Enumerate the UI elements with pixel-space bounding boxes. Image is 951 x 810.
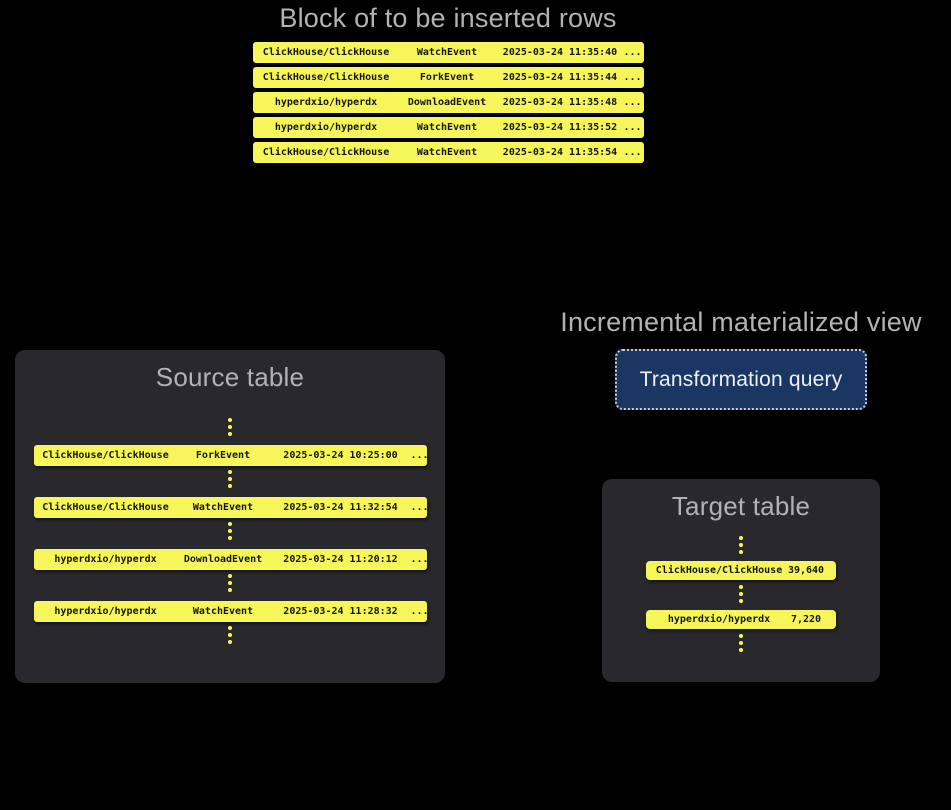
dot-icon: [228, 588, 232, 592]
row-more: ...: [623, 97, 642, 108]
row-repo: ClickHouse/ClickHouse: [262, 147, 390, 158]
dot-icon: [739, 585, 743, 589]
row-repo: ClickHouse/ClickHouse: [262, 47, 390, 58]
row-time: 2025-03-24 10:25:00: [283, 450, 398, 461]
row-repo: ClickHouse/ClickHouse: [655, 565, 783, 576]
source-table-rows: ClickHouse/ClickHouse ForkEvent 2025-03-24…: [15, 414, 445, 653]
dot-icon: [228, 470, 232, 474]
table-row: hyperdxio/hyperdx WatchEvent 2025-03-24 11…: [33, 601, 429, 622]
target-table-title: Target table: [671, 491, 811, 521]
materialized-view-title: Incremental materialized view: [560, 307, 922, 337]
row-event: DownloadEvent: [407, 97, 487, 108]
ellipsis-dots: [228, 574, 232, 592]
dot-icon: [739, 634, 743, 638]
dot-icon: [739, 599, 743, 603]
row-repo: ClickHouse/ClickHouse: [262, 72, 390, 83]
dot-icon: [228, 477, 232, 481]
row-event: WatchEvent: [416, 147, 478, 158]
dot-icon: [228, 626, 232, 630]
row-time: 2025-03-24 11:28:32: [283, 606, 398, 617]
dot-icon: [228, 418, 232, 422]
target-table-rows: ClickHouse/ClickHouse 39,640 hyperdxio/hyp…: [602, 531, 880, 659]
dot-icon: [228, 581, 232, 585]
row-repo: ClickHouse/ClickHouse: [42, 450, 169, 461]
row-event: DownloadEvent: [183, 554, 263, 565]
table-row: hyperdxio/hyperdx 7,220: [646, 610, 836, 629]
dot-icon: [228, 484, 232, 488]
insert-block-title: Block of to be inserted rows: [279, 3, 617, 33]
table-row: hyperdxio/hyperdx DownloadEvent 2025-03-24…: [33, 549, 429, 570]
row-count: 39,640: [787, 565, 825, 576]
row-event: WatchEvent: [416, 122, 478, 133]
ellipsis-dots: [739, 536, 743, 554]
row-more: ...: [410, 554, 429, 565]
table-row: hyperdxio/hyperdx DownloadEvent 2025-03-24…: [253, 92, 644, 113]
table-row: ClickHouse/ClickHouse WatchEvent 2025-03-2…: [33, 497, 429, 518]
row-time: 2025-03-24 11:35:48: [502, 97, 618, 108]
target-table-panel: Target table ClickHouse/ClickHouse 39,640…: [602, 479, 880, 682]
dot-icon: [228, 529, 232, 533]
row-event: ForkEvent: [195, 450, 251, 461]
row-more: ...: [623, 47, 642, 58]
row-event: WatchEvent: [416, 47, 478, 58]
row-repo: hyperdxio/hyperdx: [274, 122, 378, 133]
row-repo: hyperdxio/hyperdx: [667, 614, 771, 625]
ellipsis-dots: [228, 470, 232, 488]
row-repo: hyperdxio/hyperdx: [54, 606, 157, 617]
dot-icon: [739, 641, 743, 645]
row-repo: hyperdxio/hyperdx: [274, 97, 378, 108]
table-row: ClickHouse/ClickHouse 39,640: [646, 561, 836, 580]
dot-icon: [739, 550, 743, 554]
row-more: ...: [623, 122, 642, 133]
dot-icon: [228, 574, 232, 578]
row-time: 2025-03-24 11:35:44: [502, 72, 618, 83]
row-time: 2025-03-24 11:20:12: [283, 554, 398, 565]
row-time: 2025-03-24 11:35:40: [502, 47, 618, 58]
row-more: ...: [410, 502, 429, 513]
table-row: hyperdxio/hyperdx WatchEvent 2025-03-24 11…: [253, 117, 644, 138]
ellipsis-dots: [228, 626, 232, 644]
transformation-query-label: Transformation query: [639, 367, 843, 391]
table-row: ClickHouse/ClickHouse ForkEvent 2025-03-24…: [33, 445, 429, 466]
row-event: WatchEvent: [192, 502, 254, 513]
row-more: ...: [410, 450, 429, 461]
dot-icon: [228, 432, 232, 436]
ellipsis-dots: [739, 585, 743, 603]
ellipsis-dots: [228, 418, 232, 436]
row-time: 2025-03-24 11:32:54: [283, 502, 398, 513]
ellipsis-dots: [228, 522, 232, 540]
dot-icon: [739, 536, 743, 540]
source-table-title: Source table: [155, 362, 305, 392]
dot-icon: [228, 536, 232, 540]
ellipsis-dots: [739, 634, 743, 652]
row-time: 2025-03-24 11:35:54: [502, 147, 618, 158]
table-row: ClickHouse/ClickHouse ForkEvent 2025-03-24…: [253, 67, 644, 88]
row-count: 7,220: [790, 614, 822, 625]
dot-icon: [739, 592, 743, 596]
row-event: ForkEvent: [419, 72, 475, 83]
row-repo: hyperdxio/hyperdx: [54, 554, 157, 565]
row-event: WatchEvent: [192, 606, 254, 617]
table-row: ClickHouse/ClickHouse WatchEvent 2025-03-2…: [253, 42, 644, 63]
table-row: ClickHouse/ClickHouse WatchEvent 2025-03-2…: [253, 142, 644, 163]
dot-icon: [739, 648, 743, 652]
dot-icon: [228, 640, 232, 644]
dot-icon: [739, 543, 743, 547]
dot-icon: [228, 633, 232, 637]
dot-icon: [228, 425, 232, 429]
row-more: ...: [623, 147, 642, 158]
source-table-panel: Source table ClickHouse/ClickHouse ForkEv…: [15, 350, 445, 683]
row-more: ...: [410, 606, 429, 617]
row-more: ...: [623, 72, 642, 83]
row-repo: ClickHouse/ClickHouse: [42, 502, 169, 513]
transformation-query-button[interactable]: Transformation query: [615, 349, 867, 410]
dot-icon: [228, 522, 232, 526]
row-time: 2025-03-24 11:35:52: [502, 122, 618, 133]
